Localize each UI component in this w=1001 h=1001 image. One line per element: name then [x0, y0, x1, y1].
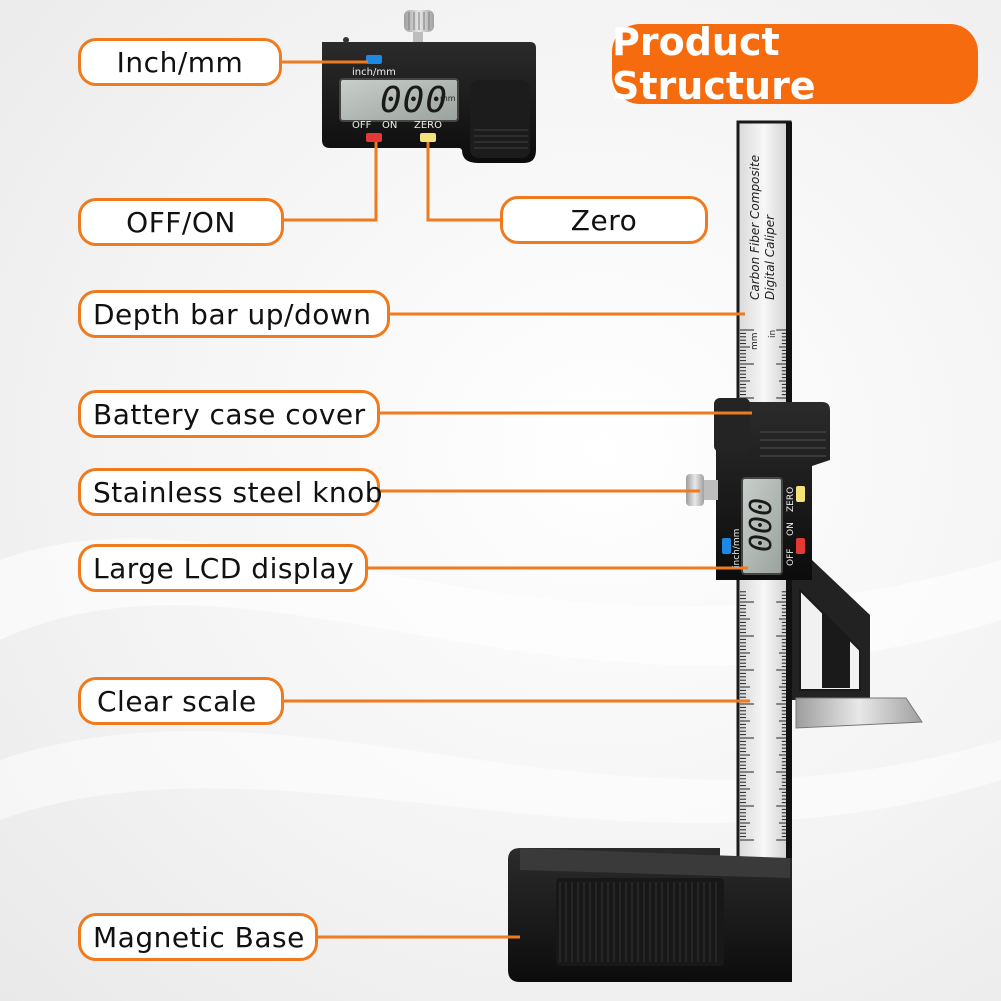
ruler-brand-text: Carbon Fiber Composite Digital Caliper: [748, 155, 778, 300]
main-lcd-reading: 000: [744, 497, 779, 552]
inch-mm-button-icon: [366, 55, 382, 64]
label-depth-bar: Depth bar up/down: [78, 290, 390, 338]
main-zero-text: ZERO: [786, 486, 796, 512]
label-magnetic-base: Magnetic Base: [78, 913, 318, 961]
ruler-brand-line1: Carbon Fiber Composite: [748, 154, 762, 300]
ruler-brand-line2: Digital Caliper: [763, 214, 777, 300]
main-on-text: ON: [786, 522, 796, 536]
ruler-unit-mm: mm: [750, 332, 760, 350]
zero-button-icon: [420, 133, 436, 142]
label-lcd: Large LCD display: [78, 544, 368, 592]
main-inch-mm-text: inch/mm: [732, 528, 742, 568]
label-battery-cover: Battery case cover: [78, 390, 380, 438]
top-lcd-screen: [339, 78, 459, 122]
top-inch-mm-text: inch/mm: [352, 67, 396, 78]
scriber-blade: [795, 697, 923, 729]
height-gauge: [508, 120, 923, 982]
label-knob: Stainless steel knob: [78, 468, 383, 516]
label-inch-mm: Inch/mm: [78, 38, 282, 86]
top-off-text: OFF: [352, 120, 372, 131]
label-zero: Zero: [500, 196, 708, 244]
top-lcd-reading: 000: [380, 80, 449, 121]
page-title: Product Structure: [612, 20, 978, 108]
top-zero-text: ZERO: [414, 120, 442, 131]
off-on-button-icon: [366, 133, 382, 142]
label-scale: Clear scale: [78, 677, 284, 725]
main-lcd-screen: [741, 477, 783, 575]
leader-lines: [280, 60, 752, 939]
top-lcd-unit: mm: [440, 94, 456, 103]
main-off-text: OFF: [786, 548, 796, 566]
zoomed-head: [322, 10, 536, 163]
ruler-unit-in: in: [768, 329, 778, 338]
label-off-on: OFF/ON: [78, 198, 284, 246]
top-on-text: ON: [382, 120, 398, 131]
